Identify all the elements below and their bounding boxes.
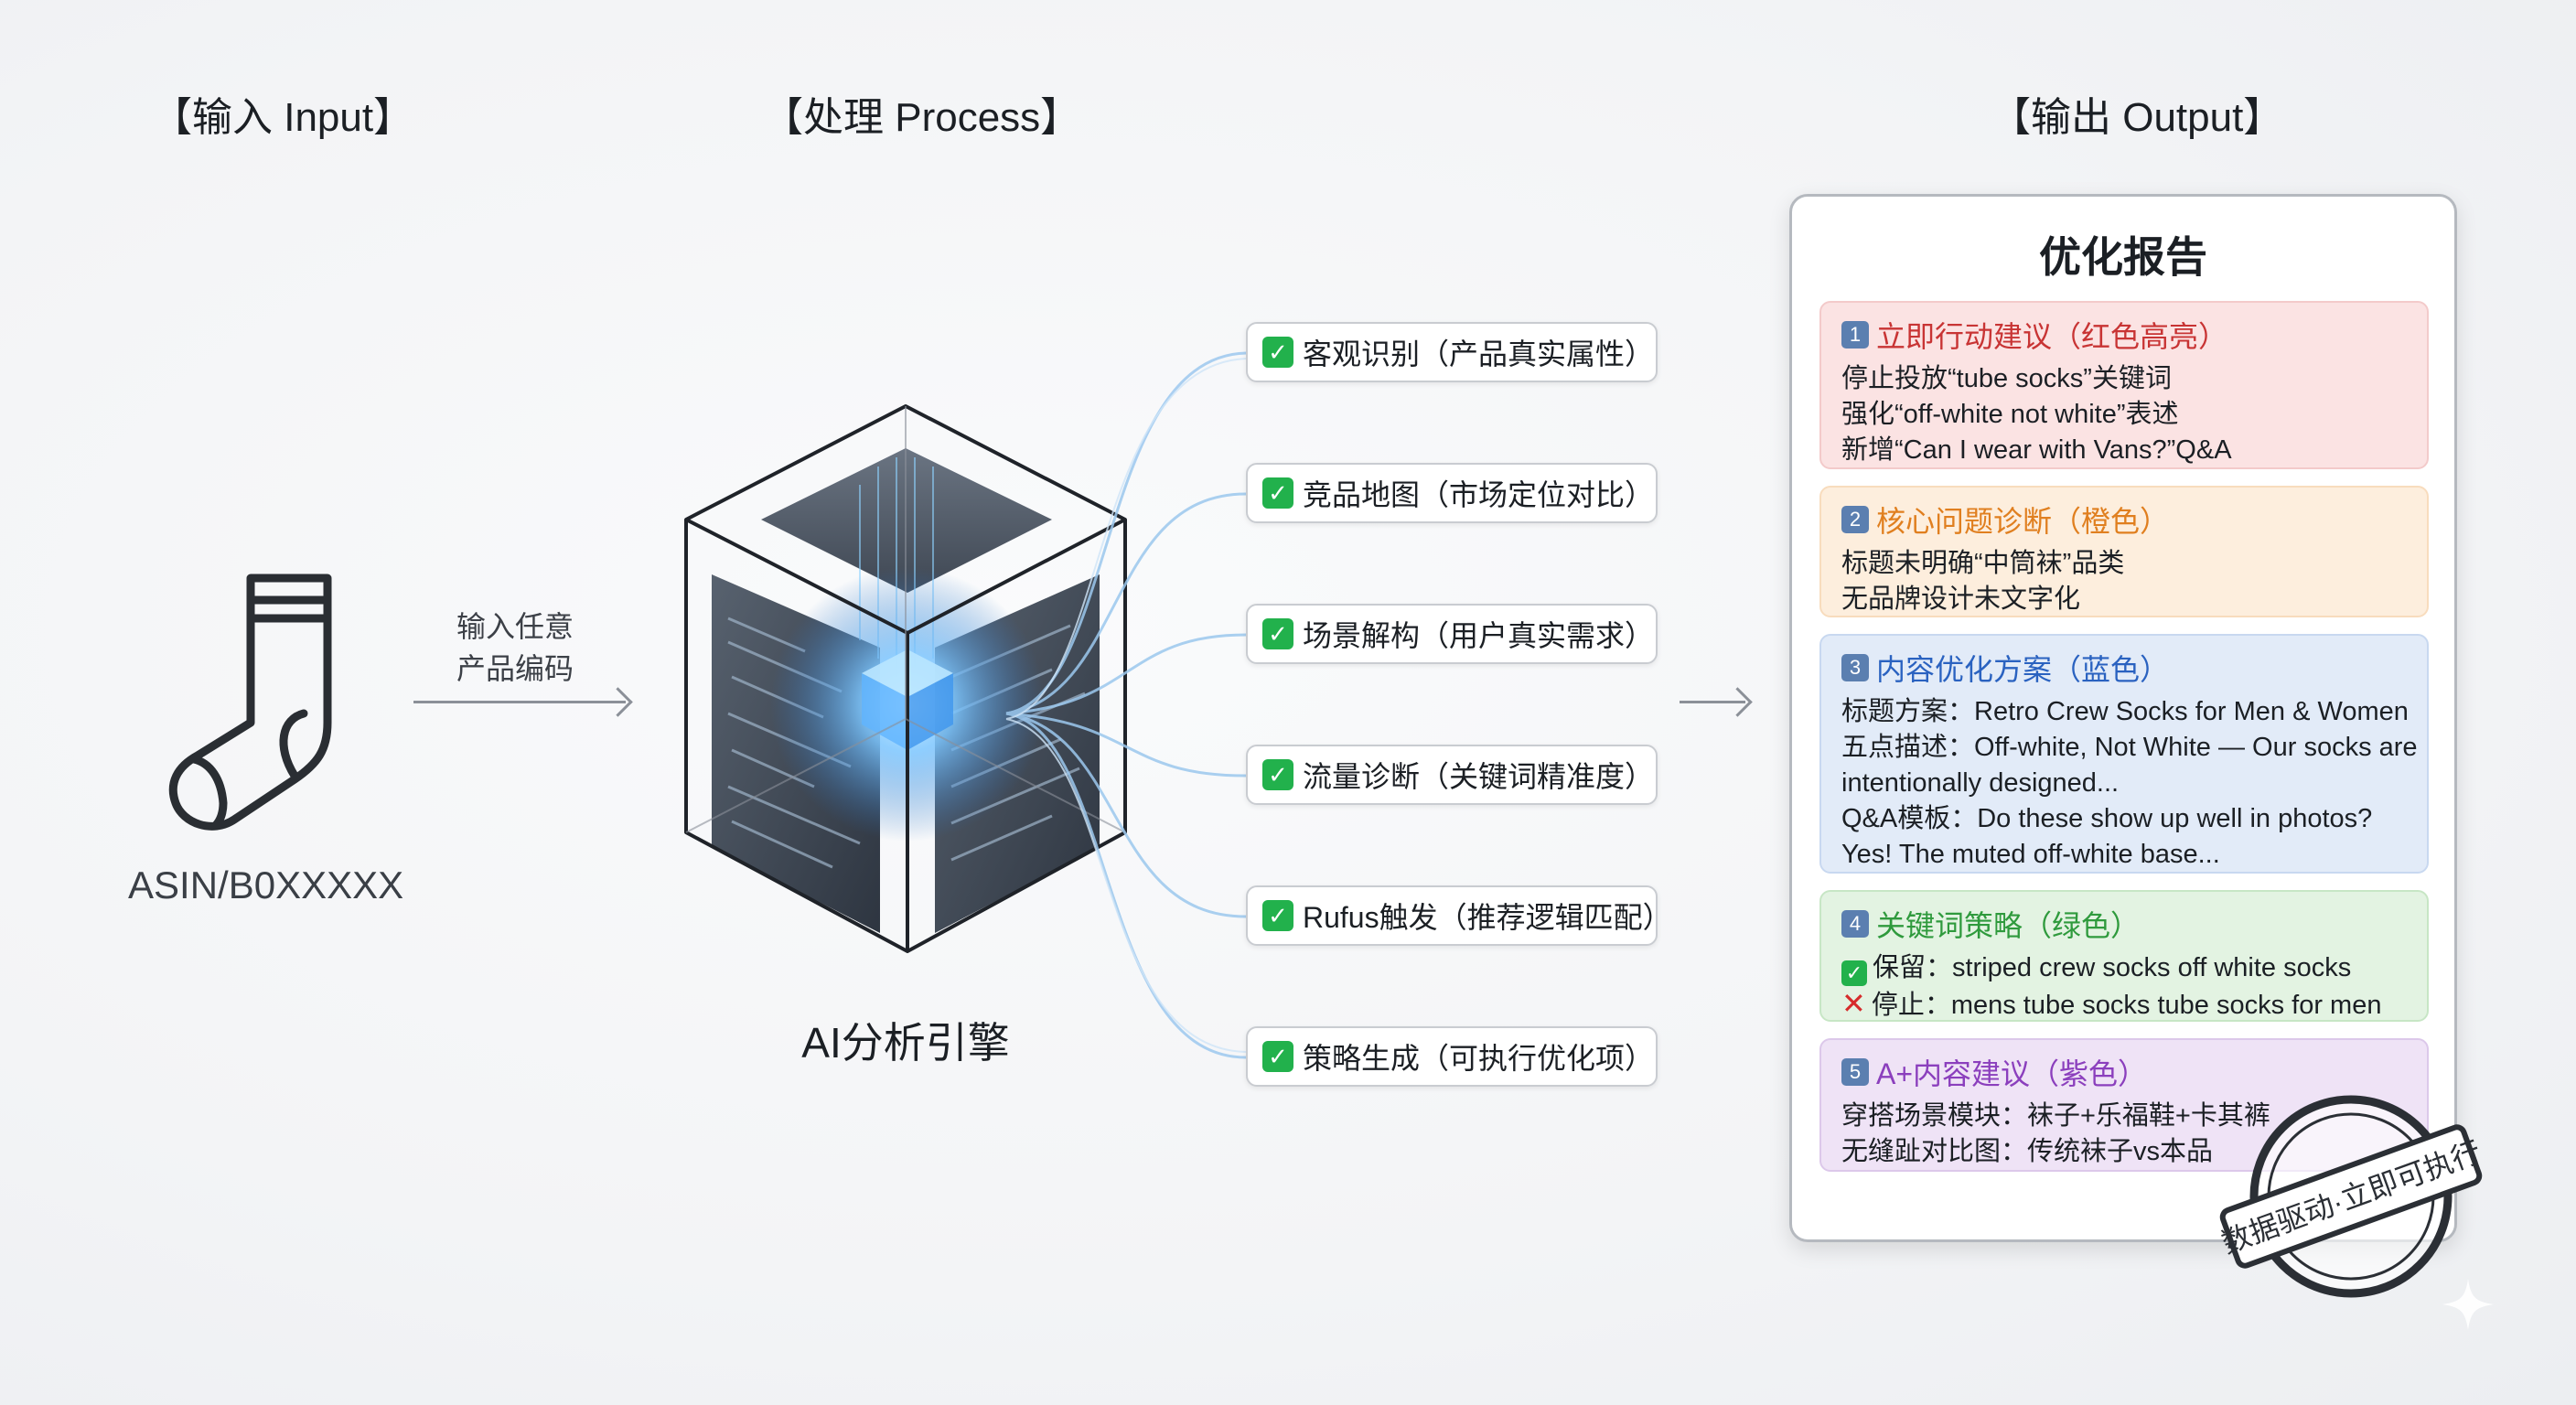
step-competitor-map: ✓ 竞品地图（市场定位对比）	[1246, 463, 1658, 523]
number-badge-icon: 4	[1841, 910, 1869, 938]
input-arrow-line	[413, 701, 626, 703]
data-driven-stamp: 数据驱动·立即可执行	[2217, 1095, 2485, 1298]
card-title-text: 关键词策略（绿色）	[1876, 909, 2141, 942]
step-strategy-generation: ✓ 策略生成（可执行优化项）	[1246, 1026, 1658, 1087]
stop-keywords-line: ✕停止：mens tube socks tube socks for men	[1841, 986, 2407, 1024]
output-arrow-head	[1723, 687, 1753, 717]
check-icon: ✓	[1262, 618, 1293, 649]
card-title: 2 核心问题诊断（橙色）	[1841, 499, 2407, 541]
input-note: 输入任意 产品编码	[437, 606, 593, 690]
card-line: intentionally designed...	[1841, 768, 2120, 798]
sparkle-icon	[2442, 1279, 2494, 1330]
input-note-line2: 产品编码	[456, 652, 574, 685]
number-badge-icon: 5	[1841, 1058, 1869, 1086]
connection-wires	[1005, 351, 1247, 1059]
card-line: 标题未明确“中筒袜”品类	[1841, 549, 2125, 578]
step-label: 竞品地图（市场定位对比）	[1303, 478, 1655, 511]
step-label: 场景解构（用户真实需求）	[1303, 619, 1655, 652]
step-traffic-diagnosis: ✓ 流量诊断（关键词精准度）	[1246, 745, 1658, 805]
card-line: 无品牌设计未文字化	[1841, 585, 2081, 614]
number-badge-icon: 1	[1841, 321, 1869, 349]
report-card-content-plan: 3 内容优化方案（蓝色） 标题方案：Retro Crew Socks for M…	[1819, 634, 2429, 874]
check-icon: ✓	[1841, 960, 1867, 986]
card-line: Q&A模板：Do these show up well in photos?	[1841, 804, 2373, 833]
number-badge-icon: 2	[1841, 506, 1869, 533]
step-rufus-trigger: ✓ Rufus触发（推荐逻辑匹配）	[1246, 885, 1672, 946]
keep-keywords-line: ✓保留：striped crew socks off white socks	[1841, 950, 2407, 986]
input-arrow-head	[603, 687, 633, 717]
check-icon: ✓	[1262, 1041, 1293, 1072]
card-line: 五点描述：Off-white, Not White — Our socks ar…	[1841, 733, 2418, 762]
check-icon: ✓	[1262, 759, 1293, 790]
card-title: 4 关键词策略（绿色）	[1841, 903, 2407, 945]
ai-engine-label: AI分析引擎	[801, 1019, 1010, 1067]
card-line: 停止投放“tube socks”关键词	[1841, 364, 2172, 393]
output-heading: 【输出 Output】	[1991, 95, 2284, 140]
step-label: Rufus触发（推荐逻辑匹配）	[1303, 901, 1672, 934]
card-line: 强化“off-white not white”表述	[1841, 400, 2179, 429]
card-title-text: 立即行动建议（红色高亮）	[1876, 320, 2228, 353]
report-card-keyword-strategy: 4 关键词策略（绿色） ✓保留：striped crew socks off w…	[1819, 890, 2429, 1022]
cross-icon: ✕	[1841, 987, 1866, 1020]
report-title: 优化报告	[2039, 233, 2207, 281]
input-heading: 【输入 Input】	[152, 95, 414, 140]
card-line: 标题方案：Retro Crew Socks for Men & Women	[1841, 697, 2409, 726]
step-label: 策略生成（可执行优化项）	[1303, 1042, 1655, 1075]
card-title-text: 内容优化方案（蓝色）	[1876, 653, 2170, 686]
card-line: 停止：mens tube socks tube socks for men	[1871, 991, 2382, 1020]
card-line: 新增“Can I wear with Vans?”Q&A	[1841, 435, 2232, 465]
asin-label: ASIN/B0XXXXX	[128, 863, 404, 906]
card-line: Yes! The muted off-white base...	[1841, 840, 2220, 869]
step-label: 客观识别（产品真实属性）	[1303, 338, 1655, 370]
input-note-line1: 输入任意	[456, 610, 574, 643]
card-line: 保留：striped crew socks off white socks	[1873, 953, 2352, 982]
step-objective-recognition: ✓ 客观识别（产品真实属性）	[1246, 322, 1658, 382]
report-card-immediate-actions: 1 立即行动建议（红色高亮） 停止投放“tube socks”关键词 强化“of…	[1819, 301, 2429, 469]
check-icon: ✓	[1262, 477, 1293, 509]
check-icon: ✓	[1262, 900, 1293, 931]
card-title-text: 核心问题诊断（橙色）	[1876, 505, 2170, 538]
card-title: 3 内容优化方案（蓝色）	[1841, 647, 2407, 689]
process-heading: 【处理 Process】	[763, 95, 1081, 140]
check-icon: ✓	[1262, 337, 1293, 368]
step-label: 流量诊断（关键词精准度）	[1303, 760, 1655, 793]
report-card-core-diagnosis: 2 核心问题诊断（橙色） 标题未明确“中筒袜”品类 无品牌设计未文字化	[1819, 486, 2429, 617]
card-title: 1 立即行动建议（红色高亮）	[1841, 314, 2407, 356]
card-line: 无缝趾对比图：传统袜子vs本品	[1841, 1137, 2214, 1166]
sock-icon	[168, 574, 332, 831]
optimization-report: 优化报告 1 立即行动建议（红色高亮） 停止投放“tube socks”关键词 …	[1789, 194, 2457, 1242]
ai-engine-cube	[684, 404, 1127, 953]
step-scenario-deconstruction: ✓ 场景解构（用户真实需求）	[1246, 604, 1658, 664]
card-title: 5 A+内容建议（紫色）	[1841, 1051, 2407, 1093]
card-title-text: A+内容建议（紫色）	[1876, 1057, 2148, 1090]
number-badge-icon: 3	[1841, 654, 1869, 681]
card-line: 穿搭场景模块：袜子+乐福鞋+卡其裤	[1841, 1101, 2270, 1131]
output-arrow-line	[1680, 701, 1745, 703]
